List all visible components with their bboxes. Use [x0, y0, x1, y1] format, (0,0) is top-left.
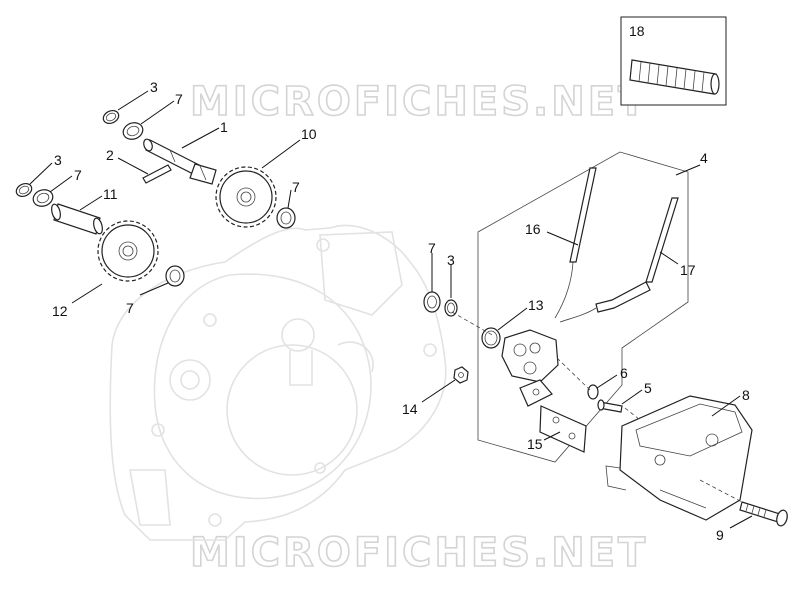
callout-12: 12 — [52, 303, 68, 319]
part-7-washer-gear12 — [165, 265, 185, 287]
callout-numbers: 3 7 1 10 3 2 7 11 7 12 7 4 16 17 7 3 13 … — [52, 79, 750, 543]
callout-5: 5 — [644, 380, 652, 396]
callout-7-middle: 7 — [428, 240, 436, 256]
callout-16: 16 — [525, 221, 541, 237]
part-7-washer-middle — [423, 291, 441, 313]
callout-7-gear10: 7 — [292, 179, 300, 195]
part-6-washer — [587, 384, 599, 400]
watermark-top: MICROFICHES.NET — [190, 79, 648, 125]
callout-2: 2 — [106, 147, 114, 163]
callout-7-gear12: 7 — [126, 300, 134, 316]
part-11-pin — [51, 203, 103, 235]
callout-7-upper: 7 — [175, 91, 183, 107]
part-7-washer-left — [32, 189, 54, 207]
callout-13: 13 — [528, 297, 544, 313]
part-18-spiral-sleeve — [629, 59, 720, 95]
callout-9: 9 — [716, 527, 724, 543]
part-2-pin — [142, 164, 172, 184]
callout-18: 18 — [629, 23, 645, 39]
part-7-washer-gear10 — [276, 207, 296, 229]
part-7-washer-upper — [122, 122, 144, 140]
part-5-screw — [597, 399, 623, 413]
part-4-group-outline — [477, 151, 689, 463]
callout-14: 14 — [402, 401, 418, 417]
callout-4: 4 — [700, 150, 708, 166]
callout-6: 6 — [620, 365, 628, 381]
part-13-o-ring — [481, 327, 501, 349]
leader-lines — [29, 90, 753, 529]
callout-7-left: 7 — [74, 167, 82, 183]
part-1-shaft — [143, 138, 217, 185]
callout-8: 8 — [742, 387, 750, 403]
sensor-body — [501, 329, 559, 407]
callout-11: 11 — [103, 186, 118, 202]
crankcase-cover — [109, 224, 447, 541]
callout-17: 17 — [680, 262, 696, 278]
assembly-lines — [451, 311, 743, 503]
part-3-circlip-left — [15, 182, 33, 198]
part-12-gear — [97, 220, 159, 282]
part-17-cable — [559, 197, 679, 323]
part-9-bolt — [739, 501, 788, 527]
callout-3-upper: 3 — [150, 79, 158, 95]
callout-10: 10 — [301, 126, 317, 142]
part-8-cover — [605, 395, 753, 521]
part-15-plate — [539, 405, 587, 453]
part-16-cable — [554, 167, 597, 319]
part-14-nut — [453, 366, 469, 384]
callout-3-middle: 3 — [447, 252, 455, 268]
part-3-circlip-middle — [444, 299, 458, 317]
callout-1: 1 — [220, 119, 228, 135]
callout-3-left: 3 — [54, 152, 62, 168]
callout-15: 15 — [527, 436, 543, 452]
part-10-gear — [215, 166, 277, 228]
watermark-bottom: MICROFICHES.NET — [190, 530, 648, 576]
part-3-circlip-upper — [102, 109, 120, 125]
